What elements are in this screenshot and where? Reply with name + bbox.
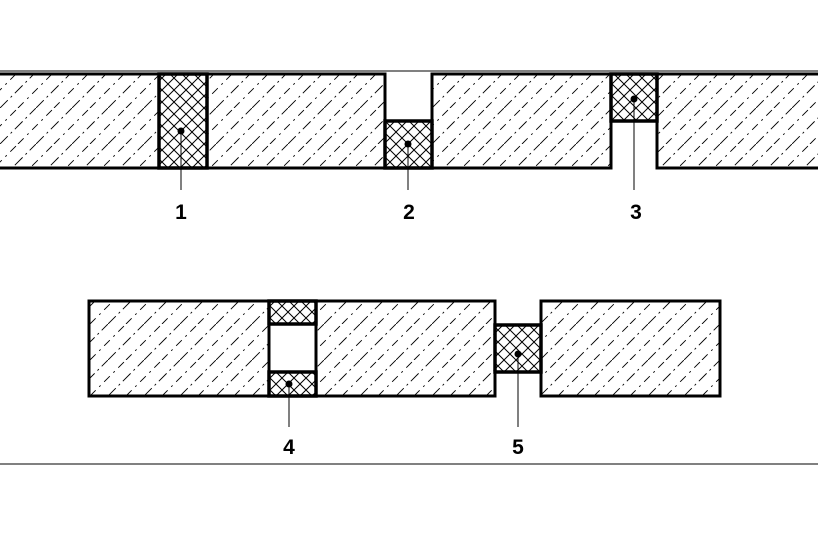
seal-bottom (267, 370, 318, 398)
wall-slab (0, 72, 161, 170)
callout-label-2: 2 (403, 201, 415, 224)
seal-full-depth (157, 72, 209, 170)
callout-label-4: 4 (283, 436, 295, 459)
wall-slab (430, 72, 613, 170)
wall-slab (539, 299, 722, 398)
wall-slab (87, 299, 271, 398)
callout-label-5: 5 (512, 436, 524, 459)
top-wall-section: 1 2 3 (0, 70, 818, 224)
wall-slab (655, 72, 818, 170)
seal-top (267, 299, 318, 326)
wall-slab (205, 72, 387, 170)
bottom-wall-section: 4 5 (87, 299, 722, 459)
callout-label-3: 3 (630, 201, 642, 224)
callout-label-1: 1 (175, 201, 187, 224)
wall-slab (314, 299, 497, 398)
